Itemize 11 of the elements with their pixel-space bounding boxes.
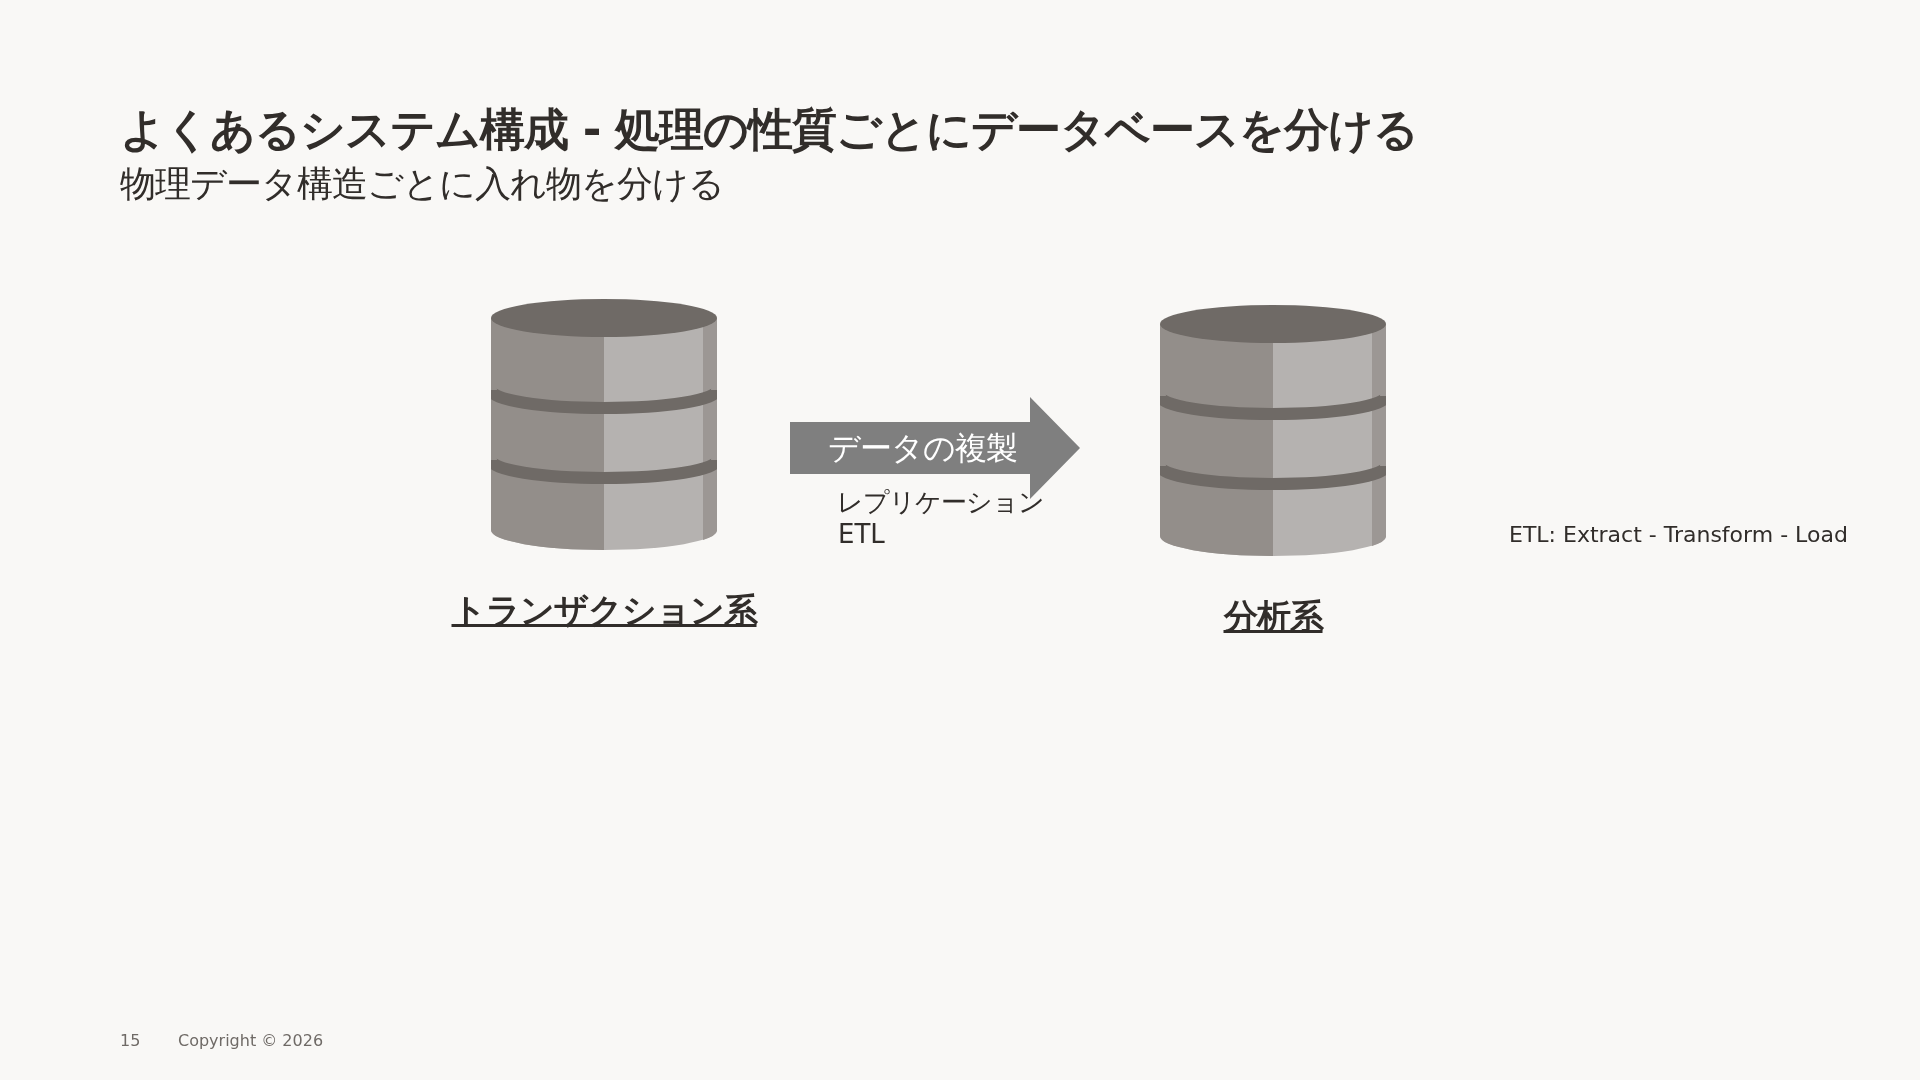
- note-text: レプリケーション: [837, 486, 1044, 519]
- node-label: 分析系: [1222, 595, 1325, 638]
- block-arrow: [790, 397, 1080, 499]
- slide-title: よくあるシステム構成 - 処理の性質ごとにデータベースを分ける: [120, 102, 1418, 158]
- edge-label: データの複製: [828, 428, 1017, 469]
- copyright-text: Copyright © 2026: [178, 1031, 324, 1050]
- footnote-text: ETL: Extract - Transform - Load: [1509, 522, 1848, 547]
- note-text: ETL: [838, 519, 885, 549]
- slide-subtitle: 物理データ構造ごとに入れ物を分ける: [120, 162, 724, 206]
- node-label: トランザクション系: [450, 589, 759, 632]
- page-number: 15: [120, 1031, 141, 1050]
